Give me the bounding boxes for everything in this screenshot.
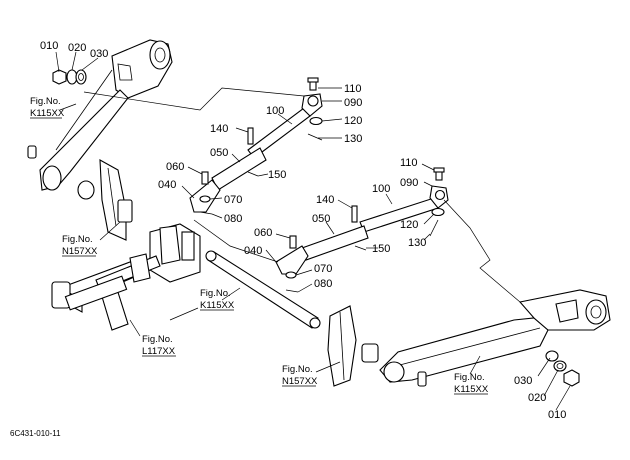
left-lower-link [27,39,173,191]
figure-references: Fig.No. K115XX Fig.No. N157XX Fig.No. K1… [30,96,489,395]
callout-080-top: 080 [224,213,242,225]
callout-030-left: 030 [90,48,108,60]
callout-020-right: 020 [528,392,546,404]
leader-lines [55,51,571,411]
callout-040-top: 040 [158,179,176,191]
ref-k115-right-line2: K115XX [454,384,489,395]
ref-k115-right-line1: Fig.No. [454,372,485,383]
callout-150-top: 150 [268,169,286,181]
callout-040-right: 040 [244,245,262,257]
ref-k115-mid-line2: K115XX [200,300,235,311]
ref-n157-mid-line2: N157XX [282,376,318,387]
callout-010-right: 010 [548,409,566,421]
callout-020-left: 020 [68,42,86,54]
callout-050-top: 050 [210,147,228,159]
callout-070-right: 070 [314,263,332,275]
drawing-code: 6C431-010-11 [10,429,61,438]
callout-150-right: 150 [372,243,390,255]
callout-140-top: 140 [210,123,228,135]
center-hitch-frame [51,223,201,331]
callout-060-right: 060 [254,227,272,239]
ref-n157-left-line1: Fig.No. [62,234,93,245]
callout-120-right: 120 [400,219,418,231]
upper-lift-rod-right [275,167,449,293]
callout-090-right: 090 [400,177,418,189]
callout-130-top: 130 [344,133,362,145]
callout-070-top: 070 [224,194,242,206]
ref-k115-left-line1: Fig.No. [30,96,61,107]
callout-100-right: 100 [372,183,390,195]
left-nut-washers [52,69,87,85]
callout-140-right: 140 [316,194,334,206]
callout-100-top: 100 [266,105,284,117]
ref-n157-left-line2: N157XX [62,246,98,257]
ref-k115-mid-line1: Fig.No. [200,288,231,299]
ref-l117-line1: Fig.No. [142,334,173,345]
callout-030-right: 030 [514,375,532,387]
ref-n157-mid-line1: Fig.No. [282,364,313,375]
ref-k115-left-line2: K115XX [30,108,65,119]
callout-130-right: 130 [408,237,426,249]
callout-010-left: 010 [40,40,58,52]
callout-090-top: 090 [344,97,362,109]
callout-050-right: 050 [312,213,330,225]
left-frame-bracket [77,159,133,241]
right-nut-washers [545,350,580,387]
ref-l117-line2: L117XX [142,346,176,357]
right-lower-link [379,289,611,387]
callout-120-top: 120 [344,115,362,127]
callout-080-right: 080 [314,278,332,290]
callout-110-right: 110 [400,157,418,169]
callout-numbers: 010 020 030 110 090 100 120 130 140 050 … [40,40,566,421]
cross-shaft [205,250,321,329]
right-frame-bracket [327,305,379,387]
callout-060-top: 060 [166,161,184,173]
callout-110-top: 110 [344,83,362,95]
upper-lift-rod-left [189,77,323,215]
